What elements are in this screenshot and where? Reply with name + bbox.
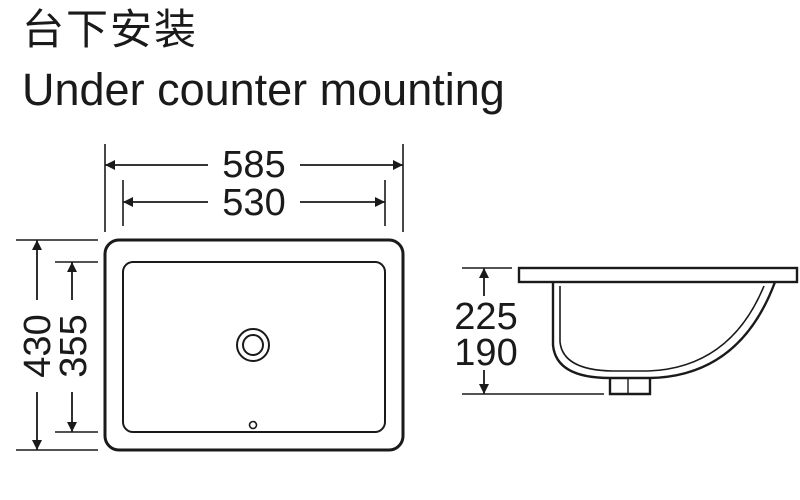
label-outer-height: 225 [454, 296, 517, 338]
top-view [103, 238, 405, 452]
basin-outer-rim [103, 238, 405, 452]
label-inner-height: 190 [454, 332, 517, 374]
side-view [517, 266, 799, 396]
basin-inner-bowl [122, 261, 386, 433]
bowl-outer [551, 281, 777, 380]
title-chinese: 台下安装 [22, 5, 199, 54]
label-inner-width: 530 [222, 182, 285, 224]
bowl-inner [559, 285, 765, 372]
overflow-hole [248, 420, 258, 430]
side-rim [517, 266, 799, 284]
label-outer-depth: 430 [17, 314, 59, 377]
label-inner-depth: 355 [53, 314, 95, 377]
drain-inner [242, 334, 264, 356]
drain-outlet [608, 378, 652, 396]
title-english: Under counter mounting [22, 64, 505, 115]
label-outer-width: 585 [222, 144, 285, 186]
drain-outer [236, 328, 270, 362]
